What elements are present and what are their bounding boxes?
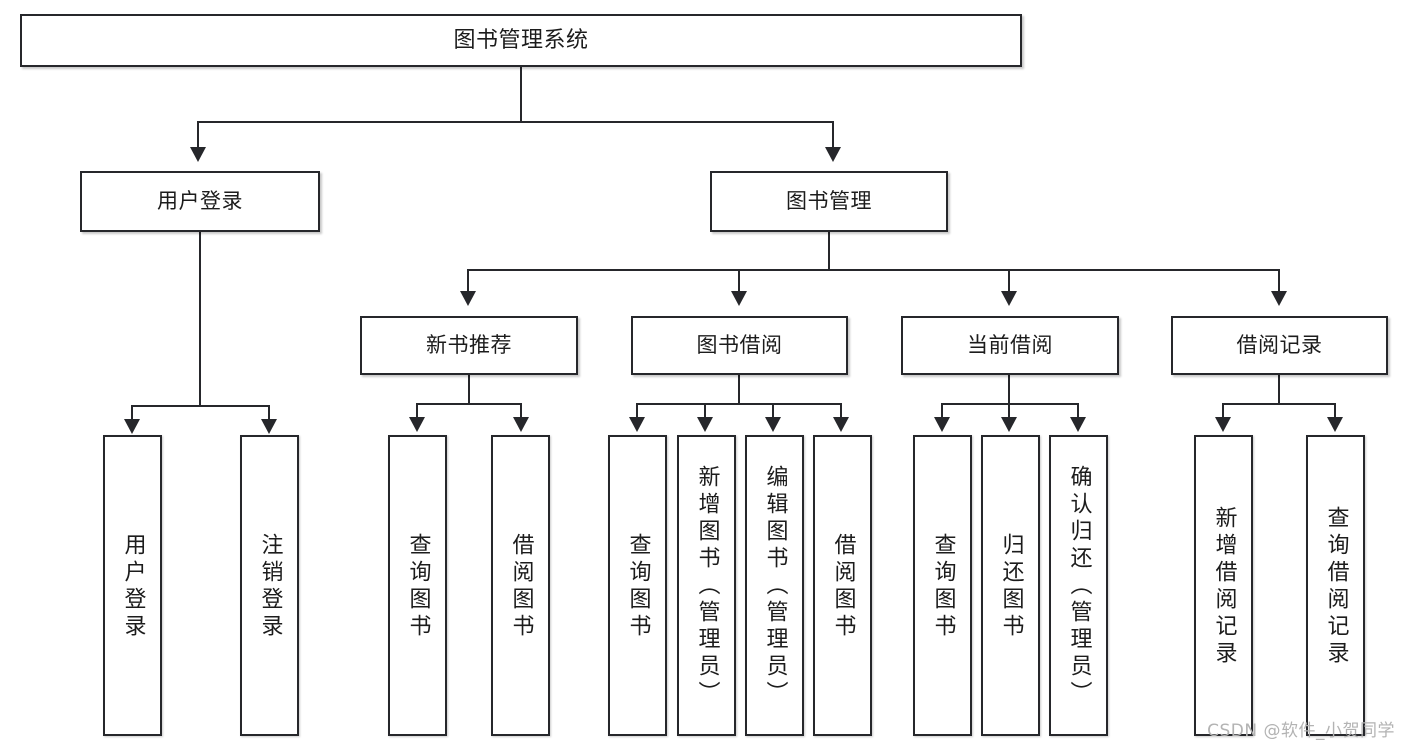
connector-root-bus [197,121,834,123]
arrow-borrow-record-to-add [1215,417,1231,432]
connector-user-login-stem [199,232,201,407]
node-leaf-borrow-book[interactable]: 借阅图书 [813,435,872,736]
node-label: 编辑图书（管理员） [762,465,788,708]
connector-book-borrow-stem [738,375,740,405]
node-label: 查询借阅记录 [1323,505,1349,668]
node-label: 注销登录 [257,532,283,641]
connector-book-manage-drop-1 [467,269,469,293]
connector-borrow-record-bus [1222,403,1336,405]
node-label: 借阅记录 [1236,333,1323,358]
arrow-current-borrow-to-confirm [1070,417,1086,432]
connector-current-borrow-drop-3 [1077,403,1079,419]
node-current-borrow[interactable]: 当前借阅 [901,316,1119,375]
connector-book-manage-stem [828,232,830,271]
node-book-manage[interactable]: 图书管理 [710,171,948,232]
node-label: 查询图书 [930,532,956,641]
node-leaf-query-book-recommend[interactable]: 查询图书 [388,435,447,736]
arrow-current-borrow-to-return [1001,417,1017,432]
node-user-login[interactable]: 用户登录 [80,171,320,232]
arrow-current-borrow-to-query [934,417,950,432]
connector-borrow-record-drop-1 [1222,403,1224,419]
node-leaf-query-book-current[interactable]: 查询图书 [913,435,972,736]
connector-borrow-record-stem [1278,375,1280,405]
node-label: 图书借阅 [696,333,783,358]
connector-book-borrow-drop-3 [772,403,774,419]
arrow-user-login-to-logout [261,419,277,434]
node-leaf-borrow-book-recommend[interactable]: 借阅图书 [491,435,550,736]
connector-current-borrow-drop-2 [1008,403,1010,419]
node-label: 查询图书 [625,532,651,641]
node-root-system[interactable]: 图书管理系统 [20,14,1022,67]
connector-user-login-bus [131,405,270,407]
node-label: 当前借阅 [967,333,1053,358]
connector-current-borrow-bus [941,403,1079,405]
arrow-root-to-user-login [190,147,206,162]
arrow-book-manage-to-new-book [460,291,476,306]
arrow-book-manage-to-record [1271,291,1287,306]
arrow-book-borrow-to-query [629,417,645,432]
node-leaf-query-book-borrow[interactable]: 查询图书 [608,435,667,736]
node-leaf-edit-book-admin[interactable]: 编辑图书（管理员） [745,435,804,736]
node-label: 用户登录 [157,189,243,214]
arrow-book-manage-to-current [1001,291,1017,306]
node-label: 新增借阅记录 [1211,505,1237,668]
node-book-borrow[interactable]: 图书借阅 [631,316,848,375]
connector-book-manage-drop-3 [1008,269,1010,293]
node-leaf-user-logout[interactable]: 注销登录 [240,435,299,736]
connector-new-book-stem [468,375,470,405]
node-leaf-confirm-return-admin[interactable]: 确认归还（管理员） [1049,435,1108,736]
node-label: 新书推荐 [426,333,512,358]
connector-current-borrow-drop-1 [941,403,943,419]
arrow-book-borrow-to-edit [765,417,781,432]
arrow-borrow-record-to-query [1327,417,1343,432]
connector-root-stem [520,67,522,121]
connector-book-borrow-bus [636,403,842,405]
connector-book-borrow-drop-2 [704,403,706,419]
watermark-text: CSDN @软件_小贺同学 [1207,721,1395,741]
arrow-new-book-to-borrow [513,417,529,432]
node-leaf-return-book[interactable]: 归还图书 [981,435,1040,736]
connector-new-book-drop-2 [520,403,522,419]
arrow-book-borrow-to-add [697,417,713,432]
node-label: 借阅图书 [830,532,856,641]
connector-book-manage-drop-4 [1278,269,1280,293]
node-label: 确认归还（管理员） [1066,465,1092,708]
connector-root-to-book-manage [832,121,834,149]
node-borrow-record[interactable]: 借阅记录 [1171,316,1388,375]
connector-current-borrow-stem [1008,375,1010,405]
connector-book-borrow-drop-4 [840,403,842,419]
connector-user-login-drop-1 [131,405,133,421]
arrow-book-borrow-to-borrow [833,417,849,432]
node-label: 归还图书 [998,532,1024,641]
node-new-book-recommend[interactable]: 新书推荐 [360,316,578,375]
connector-book-borrow-drop-1 [636,403,638,419]
arrow-new-book-to-query [409,417,425,432]
connector-new-book-bus [416,403,522,405]
node-leaf-add-borrow-record[interactable]: 新增借阅记录 [1194,435,1253,736]
node-label: 图书管理 [786,189,872,214]
node-label: 图书管理系统 [453,27,589,53]
node-label: 用户登录 [120,532,146,641]
node-label: 借阅图书 [508,532,534,641]
connector-book-manage-bus [467,269,1280,271]
node-leaf-query-borrow-record[interactable]: 查询借阅记录 [1306,435,1365,736]
node-label: 查询图书 [405,532,431,641]
arrow-user-login-to-login [124,419,140,434]
node-label: 新增图书（管理员） [694,465,720,708]
connector-root-to-user-login [197,121,199,149]
connector-borrow-record-drop-2 [1334,403,1336,419]
connector-user-login-drop-2 [268,405,270,421]
node-leaf-user-login[interactable]: 用户登录 [103,435,162,736]
connector-new-book-drop-1 [416,403,418,419]
arrow-root-to-book-manage [825,147,841,162]
node-leaf-add-book-admin[interactable]: 新增图书（管理员） [677,435,736,736]
connector-book-manage-drop-2 [738,269,740,293]
arrow-book-manage-to-borrow [731,291,747,306]
